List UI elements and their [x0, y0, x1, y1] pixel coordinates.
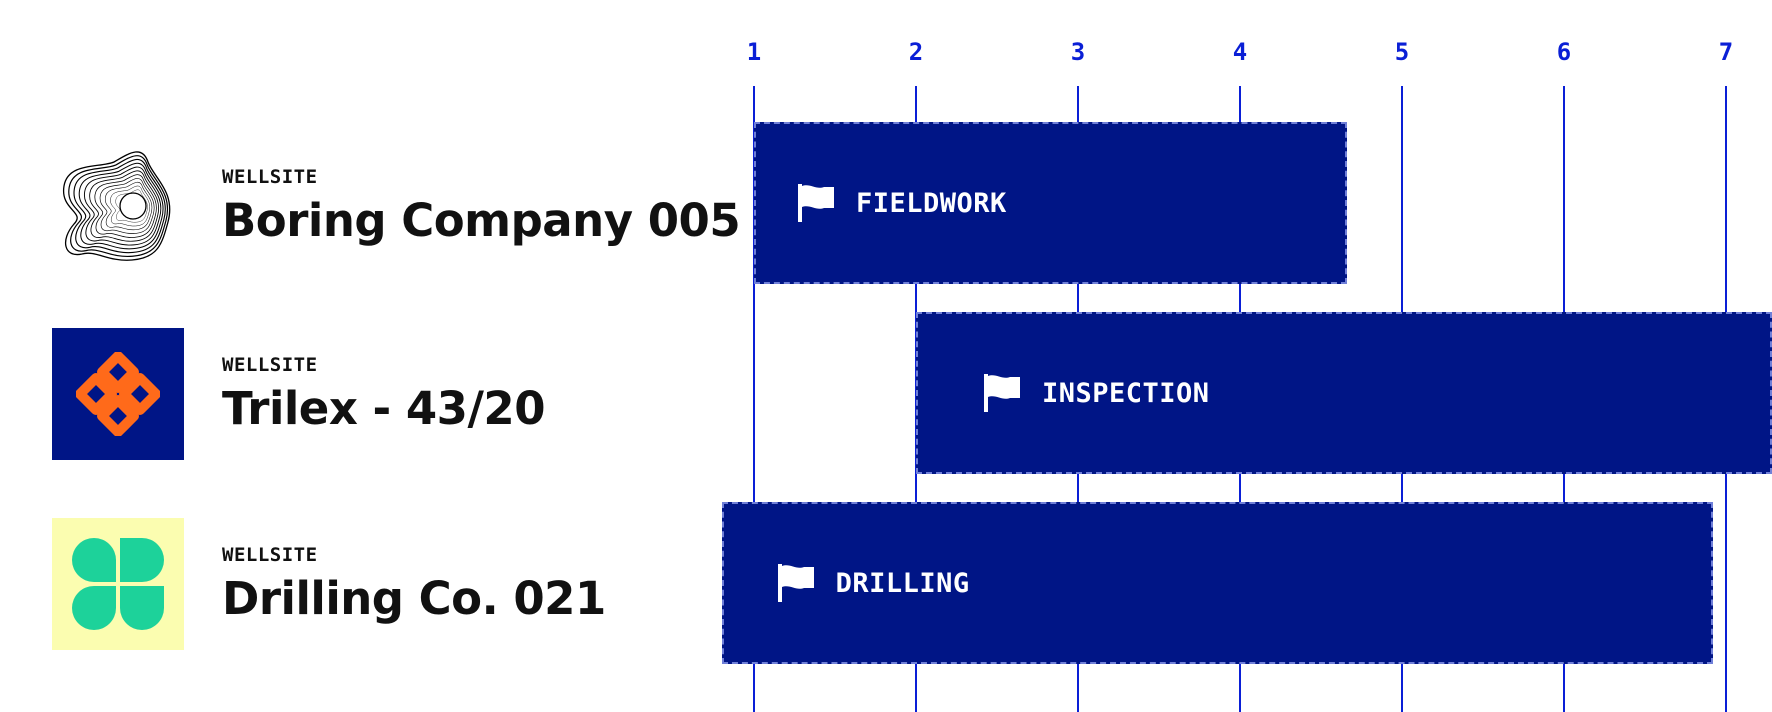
task-bar-content: DRILLING	[777, 504, 970, 662]
task-label: FIELDWORK	[856, 187, 1007, 219]
flag-icon	[798, 184, 856, 222]
task-label: DRILLING	[835, 567, 970, 599]
tick-label-2: 2	[908, 38, 924, 66]
tick-label-3: 3	[1070, 38, 1086, 66]
site-type-label: WELLSITE	[222, 165, 318, 188]
task-bar-content: FIELDWORK	[798, 124, 1007, 282]
site-type-label: WELLSITE	[222, 543, 318, 566]
task-bar-drilling[interactable]: DRILLING	[721, 502, 1714, 664]
flag-icon	[984, 374, 1042, 412]
site-name: Trilex - 43/20	[222, 381, 546, 435]
contour-rings-logo	[52, 140, 184, 272]
site-text: WELLSITE Boring Company 005	[222, 165, 741, 247]
site-name: Boring Company 005	[222, 193, 741, 247]
site-row-drilling-co[interactable]: WELLSITE Drilling Co. 021	[52, 518, 606, 650]
tick-label-5: 5	[1394, 38, 1410, 66]
site-text: WELLSITE Trilex - 43/20	[222, 353, 546, 435]
gridline-1	[753, 86, 755, 712]
flag-icon	[777, 564, 836, 602]
orange-knot-logo	[52, 328, 184, 460]
site-type-label: WELLSITE	[222, 353, 318, 376]
task-bar-content: INSPECTION	[984, 314, 1210, 472]
task-bar-fieldwork[interactable]: FIELDWORK	[754, 122, 1347, 284]
green-quatrefoil-logo	[52, 518, 184, 650]
site-row-trilex[interactable]: WELLSITE Trilex - 43/20	[52, 328, 546, 460]
site-name: Drilling Co. 021	[222, 571, 606, 625]
tick-label-1: 1	[746, 38, 762, 66]
site-text: WELLSITE Drilling Co. 021	[222, 544, 606, 625]
tick-label-7: 7	[1718, 38, 1734, 66]
tick-label-4: 4	[1232, 38, 1248, 66]
task-label: INSPECTION	[1042, 377, 1210, 409]
site-row-boring-company[interactable]: WELLSITE Boring Company 005	[52, 140, 741, 272]
tick-label-6: 6	[1556, 38, 1572, 66]
task-bar-inspection[interactable]: INSPECTION	[916, 312, 1772, 474]
